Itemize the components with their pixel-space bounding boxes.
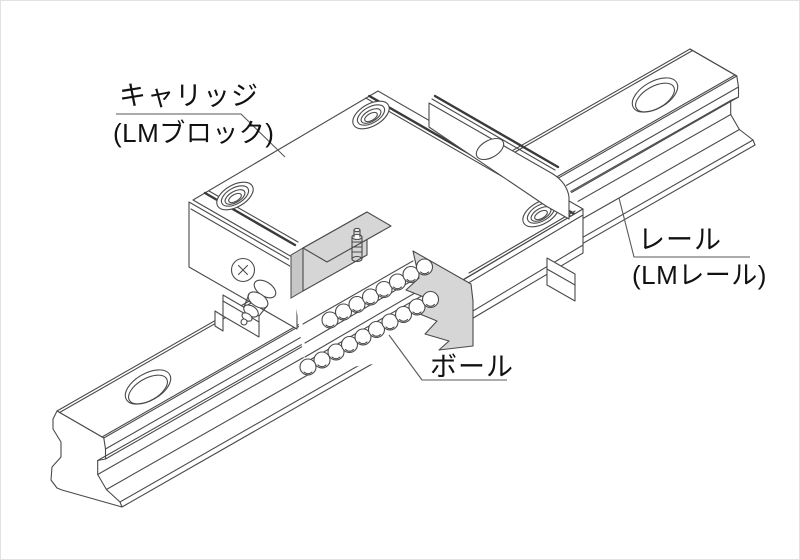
seal-nipple-hole: [475, 137, 505, 161]
ball-row-lower: [299, 290, 440, 376]
leader-carriage: [116, 113, 286, 158]
label-ball: ボール: [430, 352, 514, 382]
label-rail: レール: [638, 225, 722, 255]
carriage-bolt-hole: [352, 100, 390, 130]
section-face: [302, 211, 392, 263]
leader-rail: [618, 197, 750, 258]
section-face: [290, 247, 304, 299]
leader-ball: [388, 334, 507, 381]
grease-nipple: [240, 279, 277, 326]
carriage-bolt-hole: [216, 181, 254, 211]
label-carriage: キャリッジ: [119, 81, 259, 111]
label-carriage-sub: (LMブロック): [113, 118, 274, 148]
section-face: [405, 250, 474, 351]
end-plate: [188, 201, 298, 338]
label-rail-sub: (LMレール): [632, 260, 767, 290]
balls-group: [299, 258, 440, 376]
annotations: キャリッジ (LMブロック) レール (LMレール) ボール: [113, 81, 767, 382]
rail-mounting-hole: [631, 77, 679, 113]
cutaway-section: [289, 207, 474, 376]
rail-mounting-hole: [124, 369, 172, 405]
set-screw: [351, 227, 363, 263]
end-seal: [428, 94, 576, 302]
ball-row-upper: [321, 258, 434, 329]
end-screw: [230, 257, 256, 283]
carriage-drawing: [188, 90, 584, 344]
